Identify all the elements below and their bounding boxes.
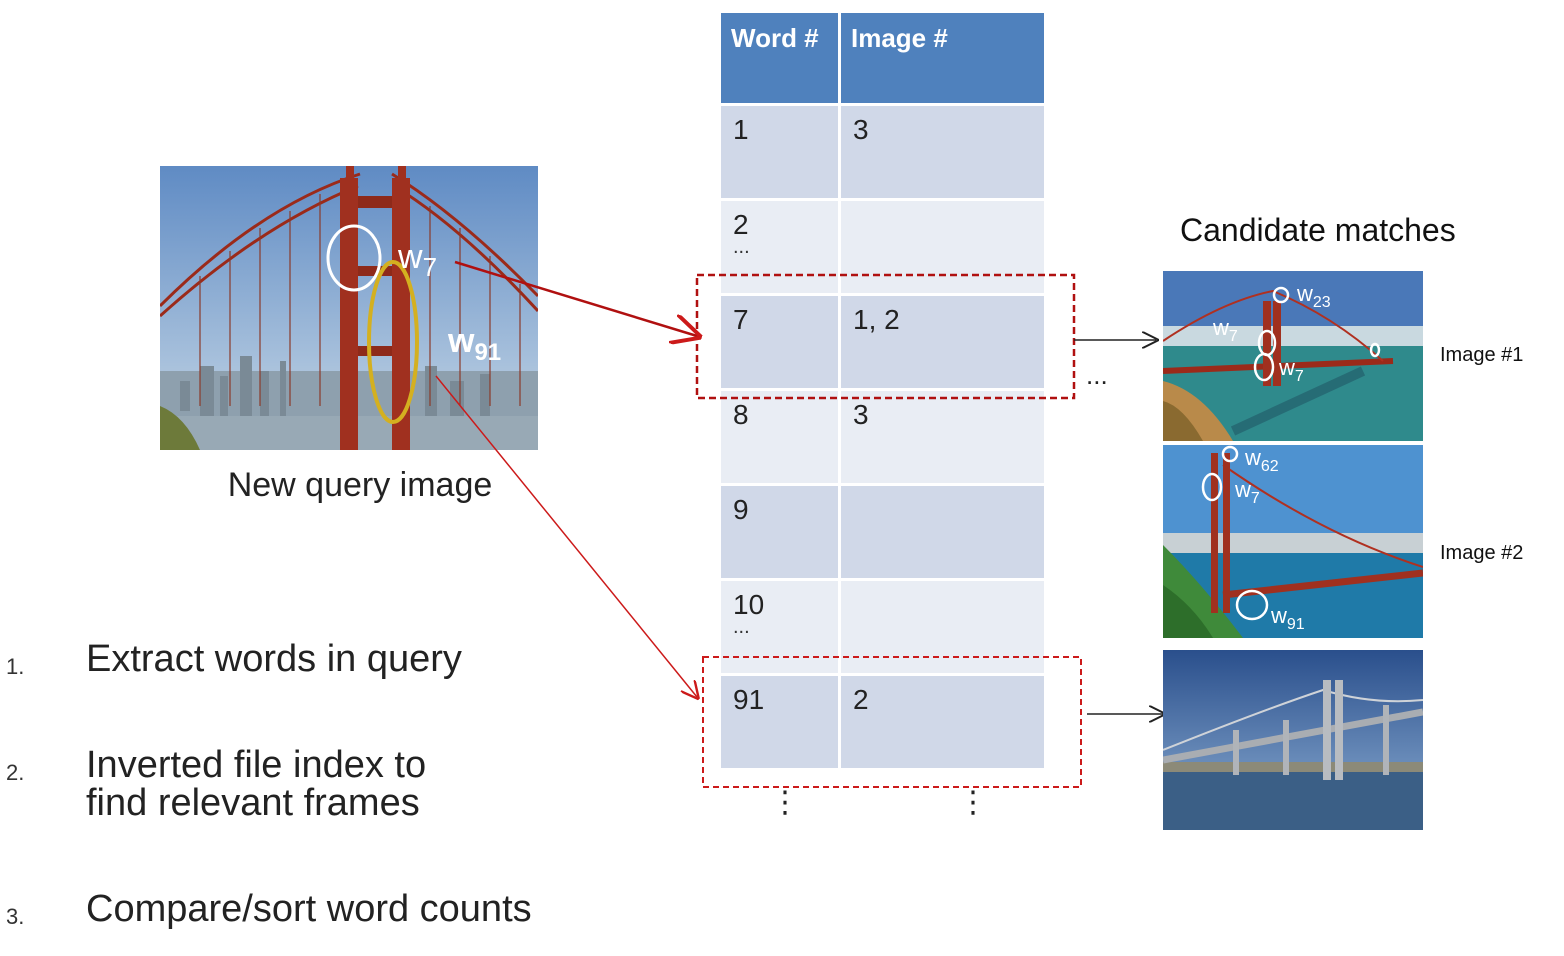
candidate-image-3-graphic <box>1162 650 1424 830</box>
image-cell: 3 <box>841 391 1044 483</box>
image-cell: 3 <box>841 106 1044 198</box>
step-3-text: Compare/sort word counts <box>86 888 532 930</box>
step-3: 3. Compare/sort word counts <box>0 890 600 930</box>
word-cell: 9 <box>721 486 838 578</box>
query-caption: New query image <box>227 466 493 504</box>
image2-word-w91: w91 <box>1270 603 1305 633</box>
step-3-number: 3. <box>6 904 25 929</box>
image-cell <box>841 201 1044 293</box>
between-ellipsis: ... <box>1086 360 1108 390</box>
query-w7-label: w7 <box>397 238 437 282</box>
image-cell: 1, 2 <box>841 296 1044 388</box>
table-more-indicator-1: ⋮ <box>770 786 800 819</box>
table-row: 1 3 <box>721 106 1044 198</box>
candidate-image-1-graphic: w23 w7 w7 <box>1162 271 1423 441</box>
highlight-box-word7 <box>695 273 1076 400</box>
candidate-image-1: w23 w7 w7 <box>1162 271 1423 441</box>
table-row: 2... <box>721 201 1044 293</box>
word-cell: 91 <box>721 676 838 768</box>
inverted-index-table: Word # Image # 1 3 2... 7 1, 2 8 3 9 10.… <box>718 10 1047 771</box>
header-word: Word # <box>721 13 838 103</box>
image-cell: 2 <box>841 676 1044 768</box>
step-1-number: 1. <box>6 654 25 679</box>
candidate-matches-title: Candidate matches <box>1180 212 1456 248</box>
image1-word-w23: w23 <box>1296 281 1331 311</box>
header-image: Image # <box>841 13 1044 103</box>
image2-word-w7: w7 <box>1234 477 1260 507</box>
word-cell: 7 <box>721 296 838 388</box>
step-1: 1. Extract words in query <box>0 640 600 680</box>
image1-word-w7-a: w7 <box>1212 315 1238 345</box>
table-row: 9 <box>721 486 1044 578</box>
candidate-image-2: w62 w7 w91 <box>1163 445 1424 638</box>
word-cell: 1 <box>721 106 838 198</box>
query-image: w7 w91 <box>158 166 540 450</box>
table-row: 8 3 <box>721 391 1044 483</box>
word-cell: 2... <box>721 201 838 293</box>
step-1-text: Extract words in query <box>86 638 462 680</box>
table-row: 7 1, 2 <box>721 296 1044 388</box>
candidate-image-3 <box>1162 650 1424 830</box>
step-2: 2. Inverted file index to find relevant … <box>0 746 600 826</box>
step-2-text: Inverted file index to find relevant fra… <box>86 744 427 824</box>
image1-word-w7-b: w7 <box>1278 355 1304 385</box>
image2-label: Image #2 <box>1440 542 1524 564</box>
table-row: 91 2 <box>721 676 1044 768</box>
query-image-graphic: w7 w91 <box>158 166 540 450</box>
arrow-w7-to-table <box>454 260 697 336</box>
candidate-image-2-graphic: w62 w7 w91 <box>1163 445 1424 638</box>
table-more-indicator-2: ⋮ <box>958 786 988 819</box>
image-cell <box>841 486 1044 578</box>
row-continuation: ... <box>733 236 750 258</box>
query-w91-label: w91 <box>447 322 501 366</box>
word-cell: 8 <box>721 391 838 483</box>
row-continuation: ... <box>733 616 750 638</box>
step-2-number: 2. <box>6 760 25 785</box>
image2-word-w62: w62 <box>1244 445 1279 475</box>
arrow-w91-to-table <box>435 375 697 697</box>
highlight-box-word91 <box>702 656 1082 788</box>
image1-label: Image #1 <box>1440 344 1524 366</box>
